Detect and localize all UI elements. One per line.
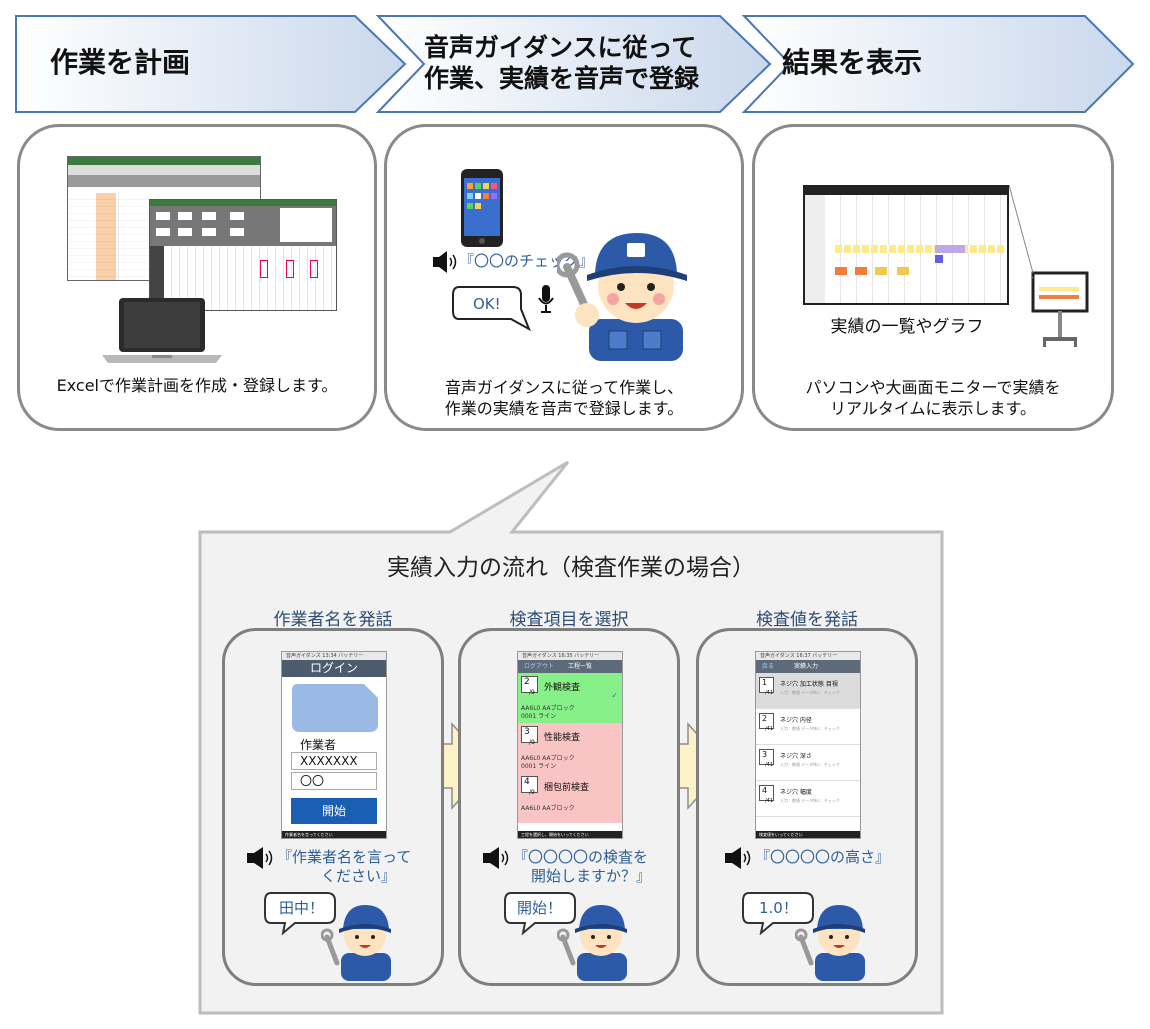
result-input-title: 実績入力 <box>793 663 818 670</box>
monitor-stand-icon <box>1031 271 1089 347</box>
chevron-plan-label: 作業を計画 <box>50 46 191 79</box>
logout-link[interactable]: ログアウト <box>524 663 555 670</box>
flow-title: 実績入力の流れ（検査作業の場合） <box>387 555 755 581</box>
chevron-register-label: 音声ガイダンスに従って 作業、実績を音声で登録 <box>424 33 700 93</box>
step2-guidance: 『〇〇〇〇の検査を 開始しますか？』 <box>513 848 652 885</box>
display-caption: パソコンや大画面モニターで実績を リアルタイムに表示します。 <box>805 378 1061 418</box>
check-icon: ✓ <box>611 691 618 700</box>
chevron-display <box>741 15 1135 113</box>
step2-label: 検査項目を選択 <box>509 610 629 630</box>
inspection-item[interactable]: 4/9 梱包前検査 AA6L0 AAブロック <box>518 773 622 823</box>
step3-panel: 音声ガイダンス 16:37 バッテリー 戻る 実績入力 1/41 ネジ穴 加工状… <box>696 628 918 986</box>
process-chevrons <box>15 15 1135 113</box>
register-reply: OK! <box>473 295 501 313</box>
login-title: ログイン <box>282 660 386 677</box>
results-chart-image <box>803 185 1009 305</box>
step1-reply: 田中！ <box>279 899 325 917</box>
reply-bubble <box>452 286 531 331</box>
reply-bubble <box>742 892 814 935</box>
worker-illustration <box>321 905 391 981</box>
worker-illustration <box>795 905 865 981</box>
worker-id-field[interactable]: XXXXXXX <box>291 752 377 770</box>
step3-label: 検査値を発話 <box>756 610 858 630</box>
worker-illustration <box>557 905 627 981</box>
inspection-value-row[interactable]: 3/41 ネジ穴 深さ 入力：数値 データNo.：チェック <box>756 745 860 781</box>
back-link[interactable]: 戻る <box>762 663 775 670</box>
speaker-icon <box>725 847 751 869</box>
process-list-title: 工程一覧 <box>567 663 592 670</box>
worker-name-field[interactable]: 〇〇 <box>291 772 377 790</box>
register-caption: 音声ガイダンスに従って作業し、 作業の実績を音声で登録します。 <box>444 378 684 418</box>
chevron-plan <box>15 15 407 113</box>
laptop-icon <box>102 298 222 363</box>
step1-guidance: 『作業者名を言って ください』 <box>277 848 412 885</box>
chevron-register <box>375 15 772 113</box>
smartphone-icon <box>461 169 503 247</box>
speaker-icon <box>433 251 457 273</box>
register-panel: 『〇〇のチェック』 OK! 音声ガイダンスに従って作業し、 作業の実績を音声で登… <box>384 124 744 431</box>
start-button[interactable]: 開始 <box>291 798 377 824</box>
graph-label: 実績の一覧やグラフ <box>830 317 984 337</box>
inspection-value-row[interactable]: 1/41 ネジ穴 加工状態 目視 入力：数値 データNo.：チェック <box>756 673 860 709</box>
inspection-value-row[interactable]: 4/41 ネジ穴 幅度 入力：数値 データNo.：チェック <box>756 781 860 817</box>
reply-bubble <box>504 892 576 935</box>
microphone-icon <box>538 285 554 313</box>
login-field-label: 作業者 <box>300 738 337 752</box>
speaker-icon <box>483 847 509 869</box>
worker-illustration <box>557 233 687 361</box>
display-panel: 実績の一覧やグラフ パソコンや大画面モニターで実績を リアルタイムに表示します。 <box>752 124 1114 431</box>
inspection-value-row[interactable]: 2/41 ネジ穴 内径 入力：数値 データNo.：チェック <box>756 709 860 745</box>
speaker-icon <box>247 847 273 869</box>
value-input-phone-screen: 音声ガイダンス 16:37 バッテリー 戻る 実績入力 1/41 ネジ穴 加工状… <box>755 651 861 839</box>
step3-reply: 1.0！ <box>759 899 798 917</box>
step1-panel: 音声ガイダンス 13:34 バッテリー ログイン 作業者 XXXXXXX 〇〇 … <box>222 628 444 986</box>
reply-bubble <box>264 892 336 935</box>
step2-reply: 開始！ <box>517 899 563 917</box>
step1-label: 作業者名を発話 <box>273 610 393 630</box>
spreadsheet-front-image <box>149 199 337 311</box>
step3-guidance: 『〇〇〇〇の高さ』 <box>755 848 891 866</box>
login-phone-screen: 音声ガイダンス 13:34 バッテリー ログイン 作業者 XXXXXXX 〇〇 … <box>281 651 387 839</box>
inspection-phone-screen: 音声ガイダンス 16:35 バッテリー ログアウト 工程一覧 2/9 外観検査 … <box>517 651 623 839</box>
plan-caption: Excelで作業計画を作成・登録します。 <box>56 376 338 395</box>
step2-panel: 音声ガイダンス 16:35 バッテリー ログアウト 工程一覧 2/9 外観検査 … <box>458 628 680 986</box>
chevron-display-label: 結果を表示 <box>782 46 923 79</box>
plan-panel: Excelで作業計画を作成・登録します。 <box>17 124 377 431</box>
